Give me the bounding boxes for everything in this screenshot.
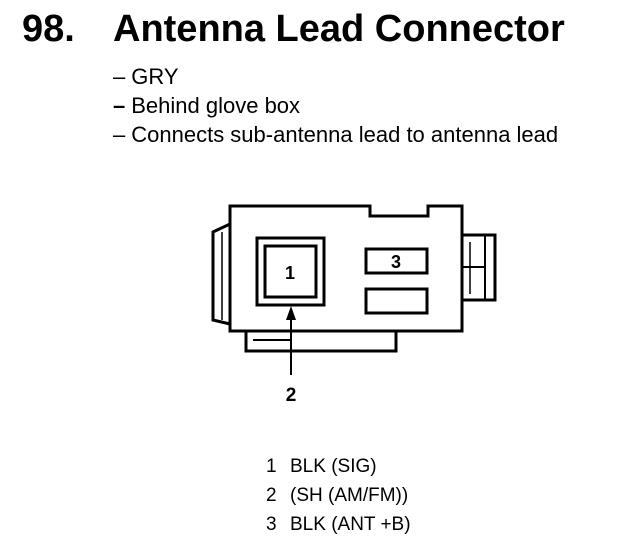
note-dash: – — [113, 122, 126, 147]
note-text: GRY — [131, 64, 179, 89]
cavity-3 — [364, 247, 429, 275]
cavity-3-label: 3 — [391, 252, 401, 272]
cavity-1-inner — [263, 244, 318, 299]
pin-legend: 1 BLK (SIG) 2 (SH (AM/FM)) 3 BLK (ANT +B) — [266, 452, 411, 539]
connector-notes: –GRY –Behind glove box –Connects sub-ant… — [113, 62, 558, 149]
connector-housing — [228, 204, 464, 333]
note-function: –Connects sub-antenna lead to antenna le… — [113, 120, 558, 149]
callout-arrowhead — [286, 306, 296, 320]
pin-row: 3 BLK (ANT +B) — [266, 510, 411, 539]
note-text: Behind glove box — [131, 93, 301, 118]
cavity-1-outer — [255, 236, 326, 307]
cavity-1-label: 1 — [285, 263, 295, 283]
component-number: 98. — [22, 8, 75, 50]
note-text: Connects sub-antenna lead to antenna lea… — [131, 122, 559, 147]
left-latch — [211, 222, 231, 326]
pin-row: 2 (SH (AM/FM)) — [266, 481, 411, 510]
pin-number: 2 — [266, 485, 277, 506]
page-title: Antenna Lead Connector — [113, 8, 565, 50]
pin-number: 3 — [266, 514, 277, 535]
note-dash: – — [113, 93, 126, 118]
pin-number: 1 — [266, 456, 277, 477]
callout-label: 2 — [286, 385, 297, 406]
bottom-lip — [244, 331, 398, 353]
pin-row: 1 BLK (SIG) — [266, 452, 411, 481]
cavity-2 — [364, 287, 429, 315]
note-dash: – — [113, 64, 126, 89]
note-location: –Behind glove box — [113, 91, 558, 120]
pin-description: BLK (ANT +B) — [290, 514, 411, 535]
pin-description: BLK (SIG) — [290, 456, 377, 477]
note-color: –GRY — [113, 62, 558, 91]
pin-description: (SH (AM/FM)) — [290, 485, 409, 506]
right-latch — [462, 233, 497, 302]
